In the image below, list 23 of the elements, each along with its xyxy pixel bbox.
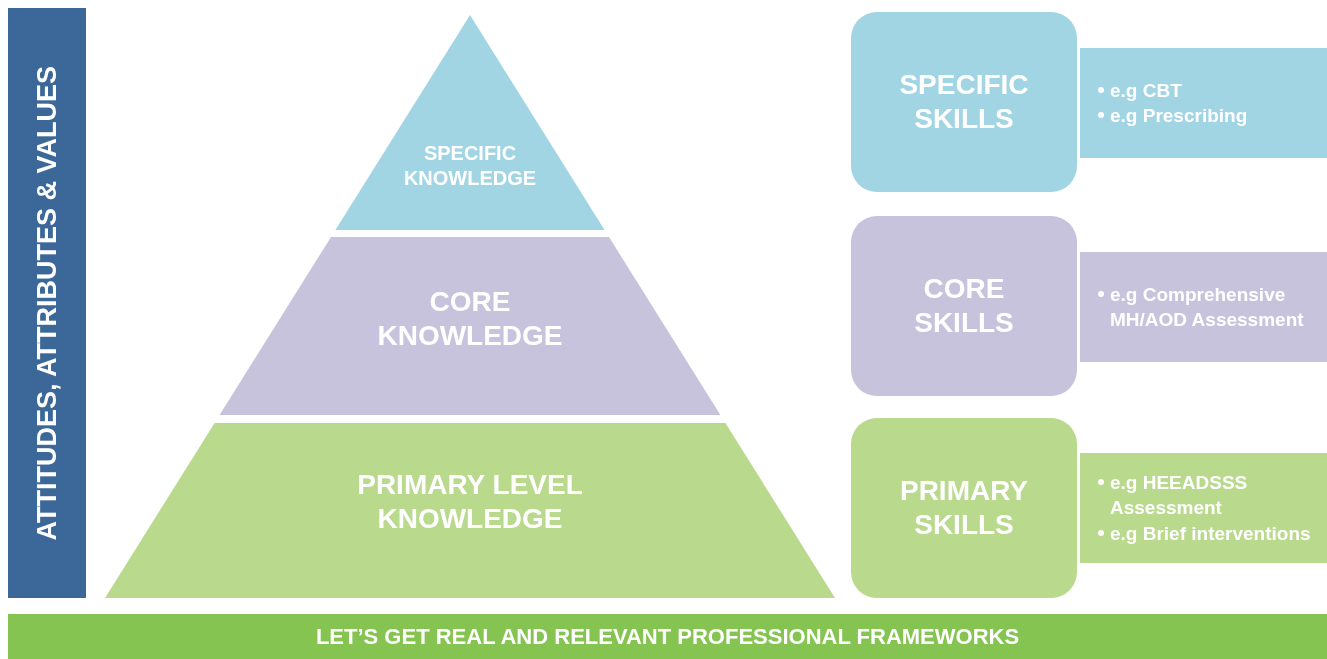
example-text: e.g Prescribing (1110, 104, 1249, 128)
example-panel (1080, 252, 1327, 362)
example-text: e.g Brief interventions (1110, 521, 1312, 546)
skill-card (851, 418, 1077, 598)
footer-banner (8, 614, 1327, 659)
example-panel (1080, 48, 1327, 158)
skill-label: SPECIFIC SKILLS (898, 67, 1030, 136)
pyramid-tier (335, 15, 605, 230)
pyramid-tier (105, 423, 835, 598)
example-text: e.g CBT (1110, 78, 1183, 103)
side-band (8, 8, 86, 598)
example-text: e.g Comprehensive MH/AOD Assessment (1110, 282, 1305, 332)
skill-label: PRIMARY SKILLS (898, 473, 1030, 542)
banner-text: LET’S GET REAL AND RELEVANT PROFESSIONAL FRAMEWORKS (315, 623, 1020, 650)
tier-label: PRIMARY LEVEL KNOWLEDGE (356, 467, 584, 536)
tier-label: SPECIFIC KNOWLEDGE (402, 141, 538, 190)
band-label: ATTITUDES, ATTRIBUTES & VALUES (31, 65, 63, 541)
tier-label: CORE KNOWLEDGE (376, 284, 564, 353)
pyramid-tier (219, 237, 721, 415)
skill-card (851, 216, 1077, 396)
example-panel (1080, 453, 1327, 563)
skill-card (851, 12, 1077, 192)
skill-label: CORE SKILLS (913, 271, 1015, 340)
